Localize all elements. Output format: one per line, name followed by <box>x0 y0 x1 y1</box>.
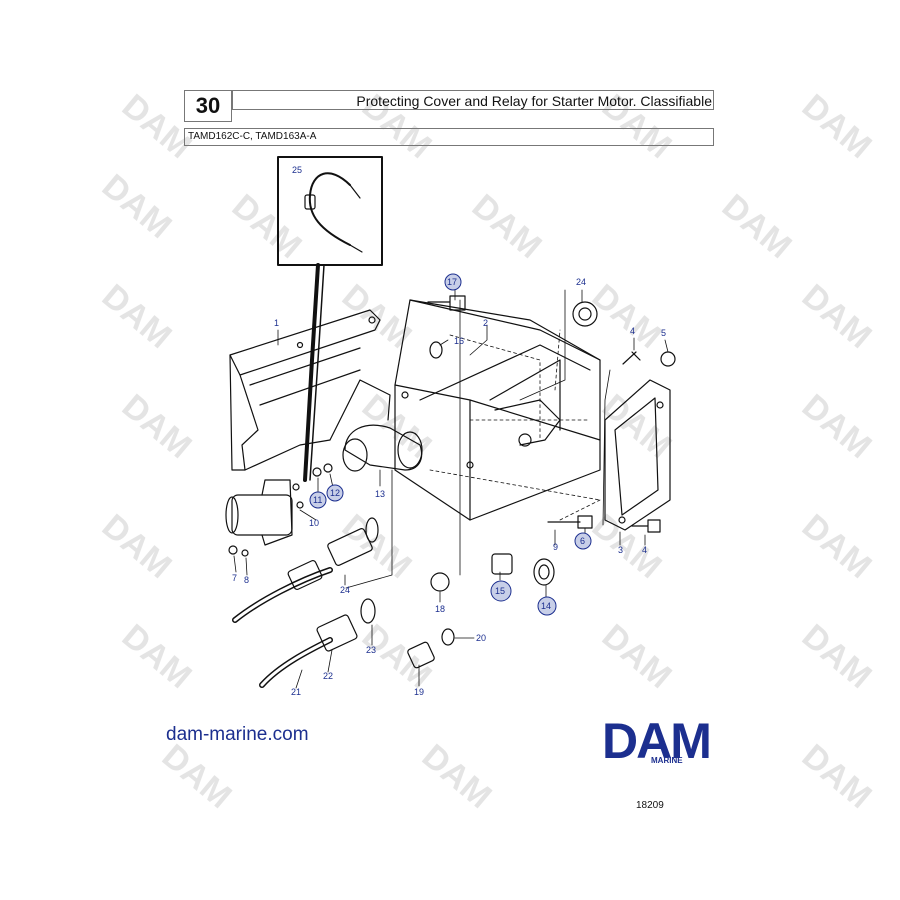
callout-1: 1 <box>274 318 280 328</box>
callout-10: 10 <box>309 518 320 528</box>
website-link[interactable]: dam-marine.com <box>166 724 309 745</box>
callout-24-bottom: 24 <box>340 585 351 595</box>
dam-logo: DAM <box>602 713 712 769</box>
callout-17: 17 <box>447 277 458 287</box>
callout-13: 13 <box>375 489 386 499</box>
callout-4-bottom: 4 <box>642 545 648 555</box>
callout-5: 5 <box>661 328 667 338</box>
callout-20: 20 <box>476 633 487 643</box>
engine-models: TAMD162C-C, TAMD163A-A <box>188 131 317 142</box>
callout-9: 9 <box>553 542 559 552</box>
callout-23: 23 <box>366 645 377 655</box>
callout-12: 12 <box>330 488 341 498</box>
callout-21: 21 <box>291 687 302 697</box>
callout-24-top: 24 <box>576 277 587 287</box>
models-box <box>184 128 714 146</box>
callout-11: 11 <box>313 495 323 505</box>
callout-3: 3 <box>618 545 624 555</box>
callout-25: 25 <box>292 165 303 175</box>
title-box <box>232 90 714 110</box>
callout-2: 2 <box>483 318 489 328</box>
callout-6: 6 <box>580 536 586 546</box>
page-title: Protecting Cover and Relay for Starter M… <box>356 93 712 109</box>
callout-15: 15 <box>495 586 506 596</box>
page-number: 30 <box>195 93 221 118</box>
callout-7: 7 <box>232 573 238 583</box>
page-number-box <box>184 90 232 122</box>
callout-22: 22 <box>323 671 334 681</box>
drawing-number: 18209 <box>636 800 664 811</box>
callout-14: 14 <box>541 601 552 611</box>
callout-18: 18 <box>435 604 446 614</box>
callout-4-top: 4 <box>630 326 636 336</box>
dam-logo-subtitle: MARINE <box>651 756 683 765</box>
callout-16: 16 <box>454 336 465 346</box>
callout-8: 8 <box>244 575 250 585</box>
callout-19: 19 <box>414 687 425 697</box>
